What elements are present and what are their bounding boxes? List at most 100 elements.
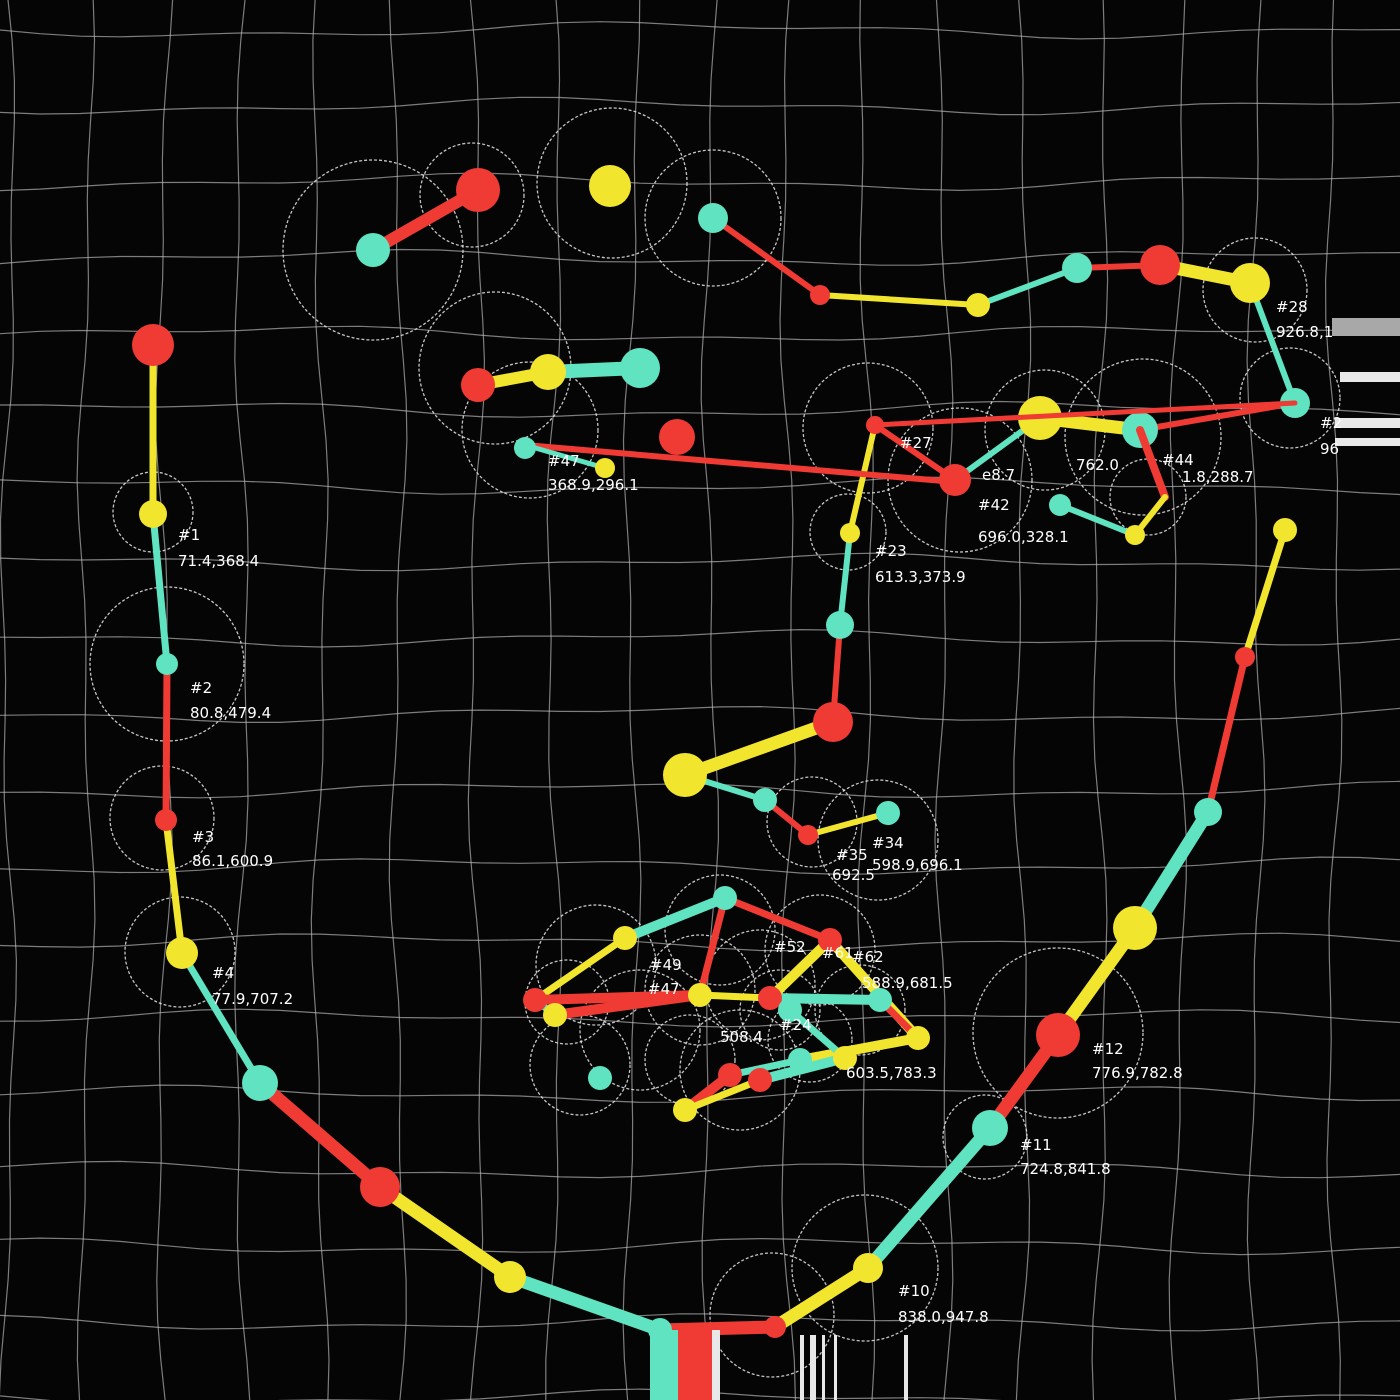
path-node xyxy=(798,825,818,845)
path-node xyxy=(1230,263,1270,303)
path-node xyxy=(543,1003,567,1027)
trace-ring xyxy=(791,1194,939,1342)
path-segment xyxy=(837,530,853,628)
path-segment xyxy=(975,265,1080,308)
path-node xyxy=(1113,906,1157,950)
grid-line-vertical xyxy=(1013,0,1032,1400)
grid-line-vertical xyxy=(700,0,720,1400)
path-node xyxy=(663,753,707,797)
trace-ring xyxy=(644,934,756,1046)
grid-line-horizontal xyxy=(0,96,1400,116)
bar-glyph xyxy=(800,1335,804,1400)
path-node xyxy=(833,1046,857,1070)
path-node xyxy=(1062,253,1092,283)
grid-line-horizontal xyxy=(0,628,1400,648)
path-node xyxy=(876,801,900,825)
path-segment xyxy=(149,510,171,668)
grid-line-vertical xyxy=(234,0,251,1400)
label-id: #2 xyxy=(190,679,212,697)
path-node xyxy=(595,458,615,478)
path-segment xyxy=(786,1006,849,1062)
fragment-label: #24 xyxy=(780,1016,812,1034)
path-node xyxy=(966,293,990,317)
path-segment xyxy=(710,215,823,298)
fragment-label: 588.9,681.5 xyxy=(862,974,953,992)
trace-ring xyxy=(124,896,236,1008)
bar-glyph xyxy=(834,1335,837,1400)
fragment-label: 603.5,783.3 xyxy=(846,1064,937,1082)
grid-line-vertical xyxy=(1246,0,1266,1400)
grid-line-vertical xyxy=(779,0,796,1400)
path-segment xyxy=(503,1270,667,1337)
path-node xyxy=(132,324,174,366)
label-id: #23 xyxy=(875,542,907,560)
label-id: #42 xyxy=(978,496,1010,514)
path-node xyxy=(356,233,390,267)
label-id: #2 xyxy=(1320,414,1342,432)
trace-ring xyxy=(817,779,939,901)
grid-line-horizontal xyxy=(0,476,1400,496)
path-segment xyxy=(522,442,608,471)
path-node xyxy=(868,988,892,1012)
fragment-label: #47 xyxy=(648,980,680,998)
bar-glyph xyxy=(822,1335,825,1400)
path-node xyxy=(514,437,536,459)
bar-glyph xyxy=(904,1335,908,1400)
trace-ring xyxy=(535,904,657,1026)
bar-glyph xyxy=(1332,318,1400,336)
path-node xyxy=(589,165,631,207)
path-segment xyxy=(162,660,171,824)
path-node xyxy=(810,285,830,305)
path-segment xyxy=(530,990,705,1005)
path-node xyxy=(1049,494,1071,516)
fragment-label: e8.7 xyxy=(982,466,1015,484)
path-node xyxy=(1194,798,1222,826)
label-id: #28 xyxy=(1276,298,1308,316)
trace-ring xyxy=(282,159,464,341)
grid-line-vertical xyxy=(467,0,486,1400)
grid-line-vertical xyxy=(76,0,96,1400)
path-node xyxy=(659,419,695,455)
label-coords: 86.1,600.9 xyxy=(192,852,273,870)
label-id: #12 xyxy=(1092,1040,1124,1058)
bar-glyph xyxy=(810,1335,816,1400)
label-coords: 96 xyxy=(1320,440,1339,458)
fragment-label: 692.5 xyxy=(832,866,875,884)
trace-ring xyxy=(942,1094,1028,1180)
bar-glyph xyxy=(650,1330,678,1400)
path-node xyxy=(156,653,178,675)
path-node xyxy=(713,886,737,910)
path-node xyxy=(826,611,854,639)
grid-line-vertical xyxy=(545,0,563,1400)
label-coords: 77.9,707.2 xyxy=(212,990,293,1008)
path-segment xyxy=(653,1320,782,1337)
trace-ring xyxy=(972,947,1144,1119)
grid-line-horizontal xyxy=(0,21,1400,40)
trace-ring xyxy=(1239,347,1341,449)
bar-glyph xyxy=(1335,418,1400,428)
label-id: #44 xyxy=(1162,451,1194,469)
path-node xyxy=(1140,245,1180,285)
path-segment xyxy=(162,816,186,957)
path-segment xyxy=(805,810,891,838)
fragment-label: 762.0 xyxy=(1076,456,1119,474)
path-node xyxy=(778,998,802,1022)
path-segment xyxy=(872,400,1298,428)
bar-glyph xyxy=(678,1330,712,1400)
path-segment xyxy=(620,893,730,943)
fragment-label: #62 xyxy=(852,948,884,966)
path-segment xyxy=(531,934,629,1004)
path-node xyxy=(698,203,728,233)
label-id: #49 xyxy=(650,956,682,974)
path-node xyxy=(788,1048,812,1072)
label-coords: 776.9,782.8 xyxy=(1092,1064,1183,1082)
trace-ring xyxy=(814,964,906,1056)
path-node xyxy=(673,1098,697,1122)
path-segment xyxy=(253,1076,387,1194)
trace-ring xyxy=(809,493,887,571)
path-segment xyxy=(1136,426,1169,501)
path-segment xyxy=(678,715,840,782)
